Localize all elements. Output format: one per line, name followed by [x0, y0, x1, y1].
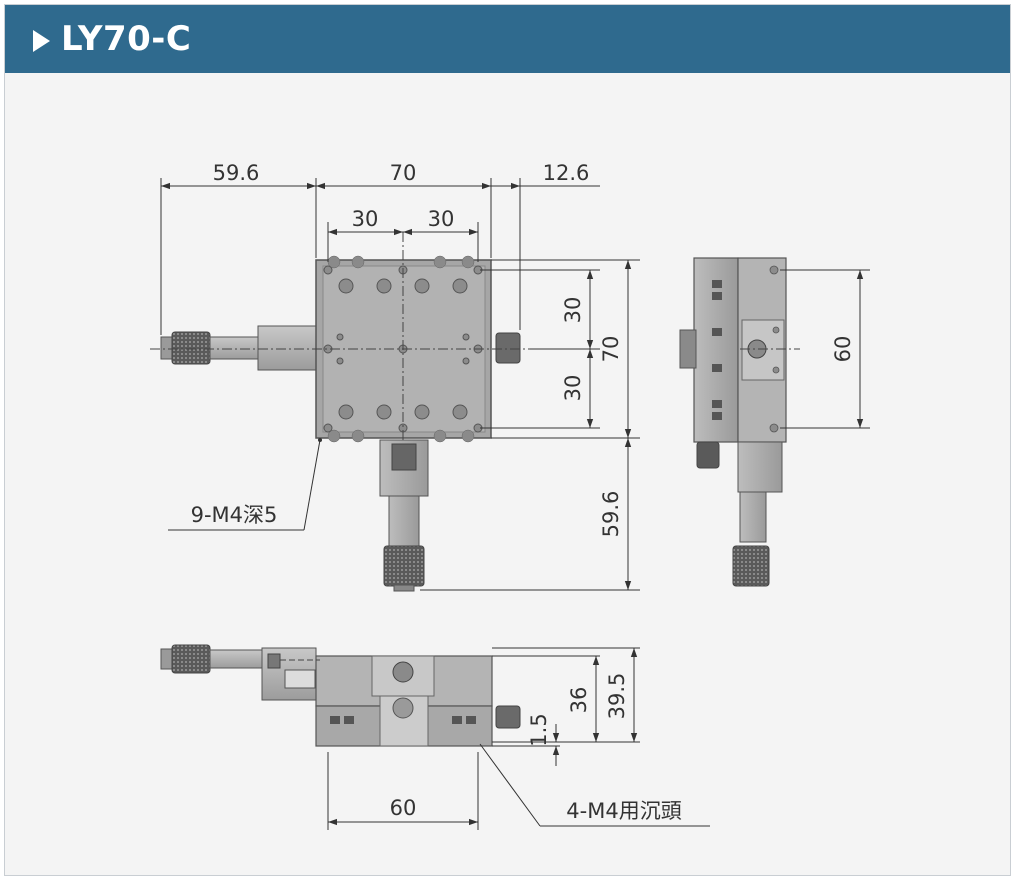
dim-half-lower: 30	[561, 375, 585, 402]
dim-side-hole-spacing: 60	[831, 336, 855, 363]
page-title: LY70-C	[61, 19, 192, 59]
right-knob	[495, 332, 521, 364]
side-view-dimensions	[780, 269, 870, 429]
dim-height: 70	[599, 336, 623, 363]
top-view	[150, 232, 530, 592]
dim-bottom-overhang: 59.6	[599, 491, 623, 538]
dim-front-hole-spacing: 60	[390, 796, 417, 820]
top-view-dimensions	[160, 178, 640, 591]
front-view	[160, 644, 521, 747]
dim-total-height: 39.5	[605, 673, 629, 720]
dim-half-right: 30	[428, 207, 455, 231]
bottom-micrometer	[379, 439, 429, 592]
plate-edge-detail	[327, 255, 475, 443]
plate-holes	[323, 265, 483, 433]
dim-right-overhang: 12.6	[543, 161, 590, 185]
dim-half-left: 30	[352, 207, 379, 231]
header-bar: LY70-C	[5, 5, 1010, 73]
dim-width: 70	[390, 161, 417, 185]
side-view	[679, 257, 800, 587]
annotation-mount-holes: 4-M4用沉頭	[566, 799, 681, 823]
dim-base-height: 1.5	[527, 713, 551, 746]
front-view-dimensions	[327, 647, 710, 830]
dim-left-overhang: 59.6	[213, 161, 260, 185]
left-micrometer	[160, 325, 317, 371]
annotation-top-holes: 9-M4深5	[191, 503, 278, 527]
play-triangle-icon	[33, 30, 50, 52]
dim-body-height: 36	[567, 687, 591, 714]
drawing-frame: LY70-C	[4, 4, 1011, 876]
dim-half-upper: 30	[561, 297, 585, 324]
